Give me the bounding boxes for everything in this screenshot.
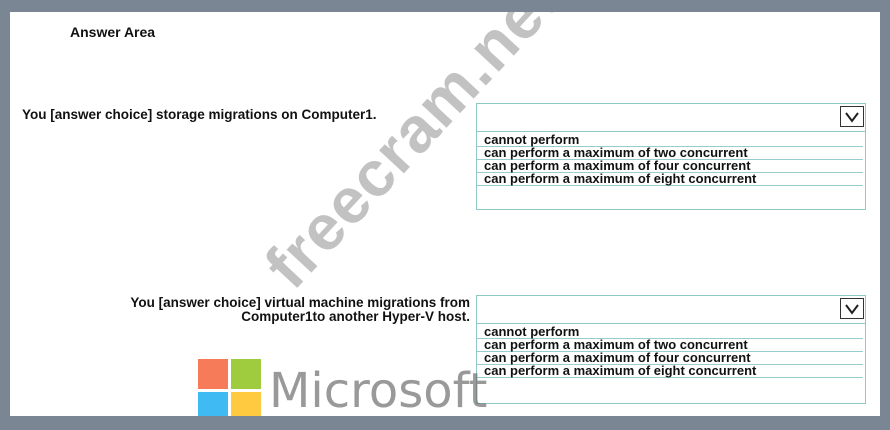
question-1-text: You [answer choice] storage migrations o… [22,107,377,122]
logo-square-blue [198,392,228,416]
option-cannot-perform[interactable]: cannot perform [477,325,863,339]
question-2-text-line-2: Computer1to another Hyper-V host. [241,309,470,324]
question-2-options: cannot perform can perform a maximum of … [477,324,865,378]
option-max-two-concurrent[interactable]: can perform a maximum of two concurrent [477,146,863,160]
question-1-options: cannot perform can perform a maximum of … [477,132,865,186]
answer-area-title: Answer Area [70,24,156,40]
microsoft-logo-text: Microsoft [269,362,488,417]
question-1-dropdown[interactable]: cannot perform can perform a maximum of … [476,103,866,210]
question-2-dropdown-toggle[interactable] [840,298,864,319]
option-cannot-perform[interactable]: cannot perform [477,133,863,147]
logo-square-red [198,359,228,389]
chevron-down-icon [845,111,859,123]
option-max-eight-concurrent[interactable]: can perform a maximum of eight concurren… [477,172,863,186]
question-2-text-line-1: You [answer choice] virtual machine migr… [130,295,470,310]
option-max-two-concurrent[interactable]: can perform a maximum of two concurrent [477,338,863,352]
option-max-eight-concurrent[interactable]: can perform a maximum of eight concurren… [477,364,863,378]
question-1-dropdown-header[interactable] [477,104,865,132]
chevron-down-icon [845,303,859,315]
option-max-four-concurrent[interactable]: can perform a maximum of four concurrent [477,159,863,173]
microsoft-logo: Microsoft [198,359,487,416]
logo-square-yellow [231,392,261,416]
microsoft-logo-squares [198,359,261,416]
question-2-text: You [answer choice] virtual machine migr… [130,296,470,324]
question-2-dropdown[interactable]: cannot perform can perform a maximum of … [476,295,866,404]
question-2-dropdown-header[interactable] [477,296,865,324]
option-max-four-concurrent[interactable]: can perform a maximum of four concurrent [477,351,863,365]
logo-square-green [231,359,261,389]
answer-area-panel: Answer Area You [answer choice] storage … [10,12,880,416]
question-1-dropdown-toggle[interactable] [840,106,864,127]
